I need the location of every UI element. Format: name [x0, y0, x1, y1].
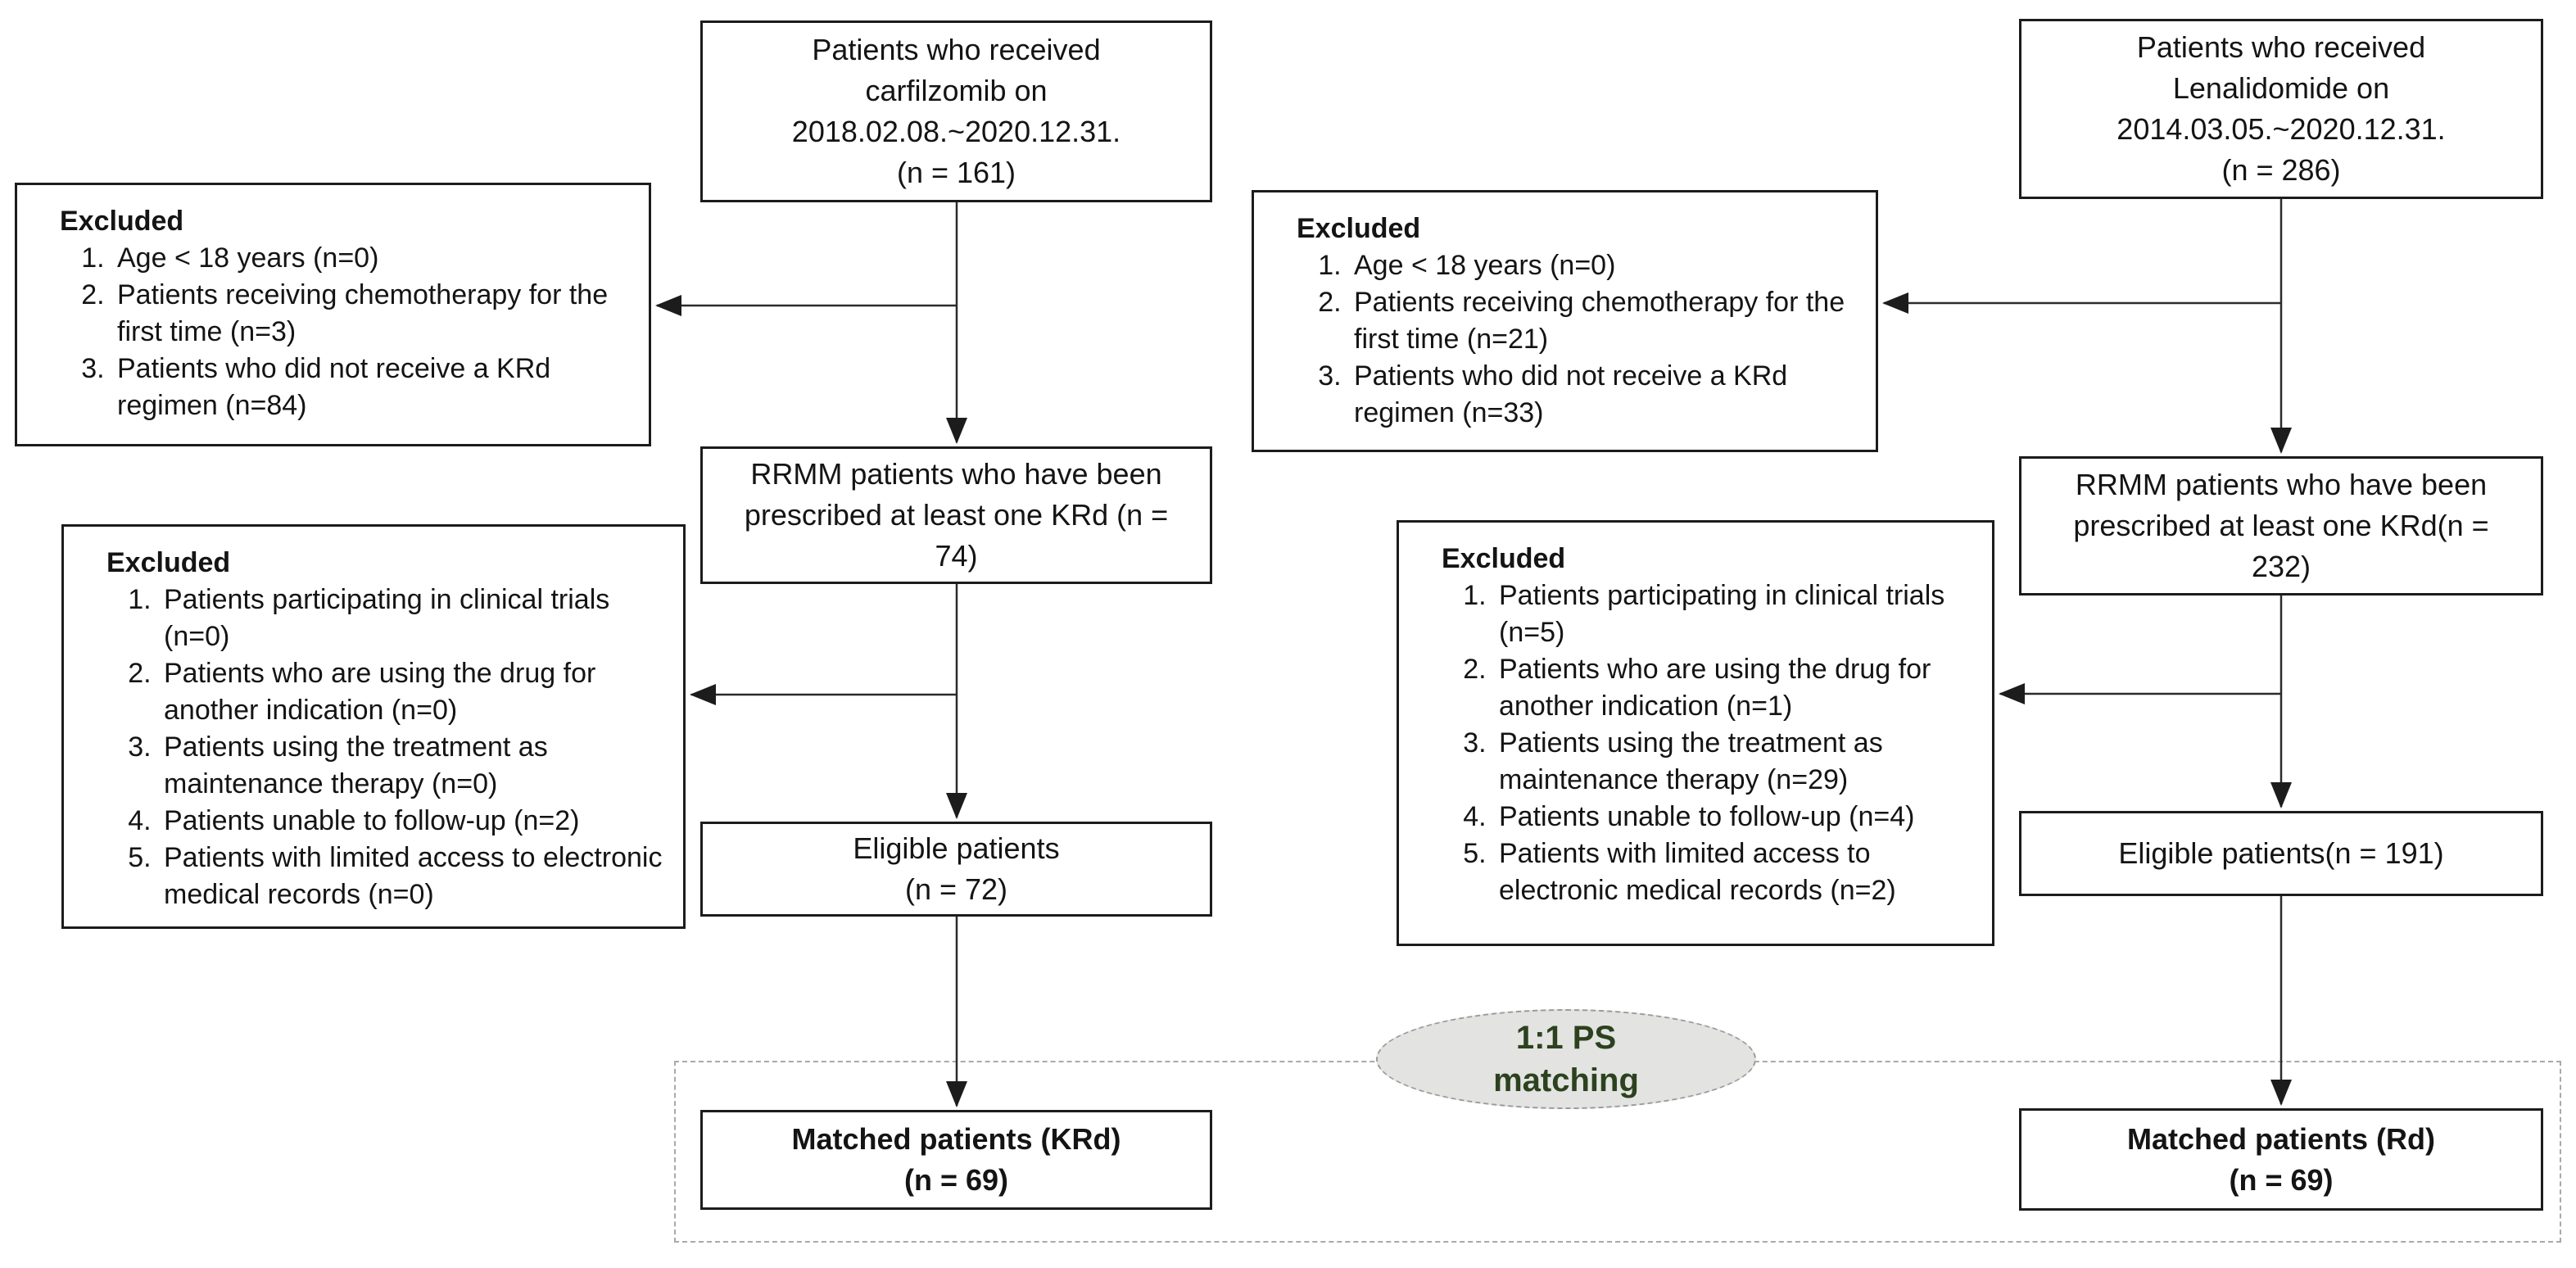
box-text-line: (n = 69)	[903, 1163, 1009, 1197]
ps-matching-label-line: 1:1 PS	[1515, 1020, 1617, 1056]
excluded-item: Patients receiving chemotherapy for the …	[1349, 284, 1856, 358]
ps-matching-label-line: matching	[1493, 1062, 1639, 1098]
excluded-item: Patients using the treatment as maintena…	[1494, 725, 1972, 799]
excluded-item: Age < 18 years (n=0)	[112, 240, 629, 277]
box-text-line: Matched patients (KRd)	[791, 1122, 1121, 1156]
excluded-item: Patients with limited access to electron…	[1494, 836, 1972, 909]
box-text-line: 2014.03.05.~2020.12.31.	[2116, 112, 2446, 146]
box-text-line: (n = 161)	[896, 156, 1016, 189]
excluded-item: Patients with limited access to electron…	[159, 840, 663, 913]
excluded-item: Patients unable to follow-up (n=2)	[159, 803, 663, 840]
excluded-item: Patients who are using the drug for anot…	[159, 655, 663, 729]
excluded-item: Age < 18 years (n=0)	[1349, 247, 1856, 284]
box-text-line: (n = 72)	[904, 872, 1008, 906]
box-text-line: Patients who received	[2136, 30, 2426, 64]
box-left-excluded-2: Excluded Patients participating in clini…	[61, 524, 686, 929]
excluded-item: Patients who are using the drug for anot…	[1494, 651, 1972, 725]
excluded-item: Patients participating in clinical trial…	[159, 582, 663, 655]
box-left-source-carfilzomib: Patients who received carfilzomib on 201…	[700, 20, 1212, 202]
excluded-list: Patients participating in clinical trial…	[1442, 577, 1972, 909]
excluded-item: Patients participating in clinical trial…	[1494, 577, 1972, 651]
excluded-item: Patients receiving chemotherapy for the …	[112, 277, 629, 351]
box-text-line: Matched patients (Rd)	[2126, 1121, 2435, 1156]
box-text-line: Lenalidomide on	[2172, 71, 2390, 105]
box-left-matched-krd: Matched patients (KRd) (n = 69)	[700, 1110, 1212, 1210]
excluded-item: Patients who did not receive a KRd regim…	[112, 351, 629, 424]
box-left-excluded-1: Excluded Age < 18 years (n=0) Patients r…	[15, 183, 651, 446]
box-left-rrmm: RRMM patients who have been prescribed a…	[700, 446, 1212, 584]
box-text: RRMM patients who have been prescribed a…	[744, 457, 1169, 573]
box-left-eligible: Eligible patients (n = 72)	[700, 822, 1212, 917]
excluded-list: Age < 18 years (n=0) Patients receiving …	[60, 240, 629, 424]
box-text-line: (n = 286)	[2221, 153, 2341, 187]
box-text-line: carfilzomib on	[865, 74, 1048, 107]
excluded-item: Patients unable to follow-up (n=4)	[1494, 799, 1972, 836]
excluded-item: Patients using the treatment as maintena…	[159, 729, 663, 803]
box-right-excluded-2: Excluded Patients participating in clini…	[1397, 520, 1994, 946]
box-text: RRMM patients who have been prescribed a…	[2073, 468, 2489, 583]
box-right-matched-rd: Matched patients (Rd) (n = 69)	[2019, 1108, 2543, 1211]
box-text-line: (n = 69)	[2229, 1162, 2334, 1197]
box-text-line: Patients who received	[812, 33, 1101, 66]
box-right-source-lenalidomide: Patients who received Lenalidomide on 20…	[2019, 19, 2543, 199]
excluded-list: Patients participating in clinical trial…	[106, 582, 663, 913]
excluded-list: Age < 18 years (n=0) Patients receiving …	[1297, 247, 1856, 432]
box-text-line: 2018.02.08.~2020.12.31.	[791, 115, 1121, 148]
excluded-title: Excluded	[1297, 213, 1421, 244]
excluded-title: Excluded	[1442, 543, 1566, 574]
excluded-item: Patients who did not receive a KRd regim…	[1349, 358, 1856, 432]
box-text-line: Eligible patients	[853, 831, 1060, 865]
box-text-line: Eligible patients(n = 191)	[2118, 836, 2444, 870]
excluded-title: Excluded	[60, 206, 184, 237]
box-right-eligible: Eligible patients(n = 191)	[2019, 811, 2543, 896]
excluded-title: Excluded	[106, 547, 231, 578]
ps-matching-ellipse: 1:1 PS matching	[1376, 1009, 1756, 1109]
box-right-excluded-1: Excluded Age < 18 years (n=0) Patients r…	[1252, 190, 1878, 452]
box-right-rrmm: RRMM patients who have been prescribed a…	[2019, 456, 2543, 596]
